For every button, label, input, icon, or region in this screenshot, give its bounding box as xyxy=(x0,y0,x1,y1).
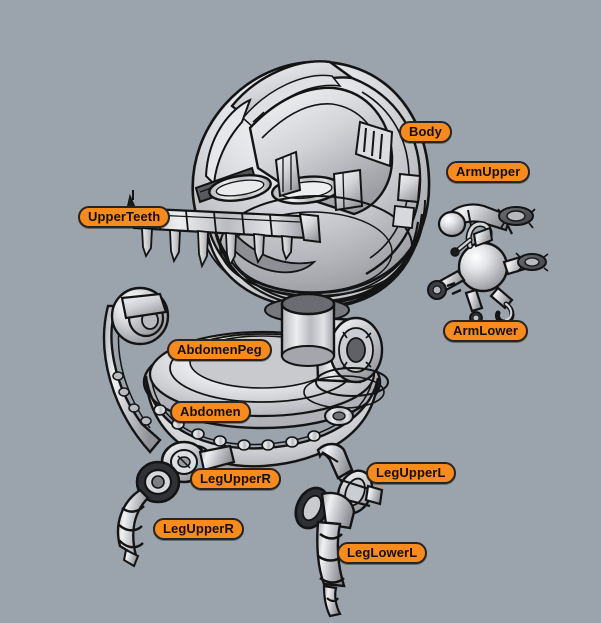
part-armlower[interactable] xyxy=(427,220,549,325)
part-label-arm-lower[interactable]: ArmLower xyxy=(443,320,529,342)
part-legupperr[interactable] xyxy=(116,440,236,568)
part-upperteeth[interactable] xyxy=(125,190,322,269)
part-label-abdomen[interactable]: Abdomen xyxy=(170,401,251,423)
part-label-leg-lower-l[interactable]: LegLowerL xyxy=(337,542,428,564)
part-body[interactable] xyxy=(191,60,431,323)
part-label-arm-upper[interactable]: ArmUpper xyxy=(446,161,531,183)
part-legupperl[interactable] xyxy=(316,442,384,518)
part-label-leg-upper-l[interactable]: LegUpperL xyxy=(366,462,456,484)
part-leglowerl[interactable] xyxy=(290,483,356,618)
part-label-leg-upper-r-lower[interactable]: LegUpperR xyxy=(153,518,244,540)
part-armupper[interactable] xyxy=(437,203,536,238)
part-label-upper-teeth[interactable]: UpperTeeth xyxy=(78,206,171,228)
part-label-abdomen-peg[interactable]: AbdomenPeg xyxy=(167,339,272,361)
part-abdomenpeg[interactable] xyxy=(110,286,336,367)
part-label-leg-upper-r-upper[interactable]: LegUpperR xyxy=(190,468,281,490)
part-label-body[interactable]: Body xyxy=(399,121,452,143)
